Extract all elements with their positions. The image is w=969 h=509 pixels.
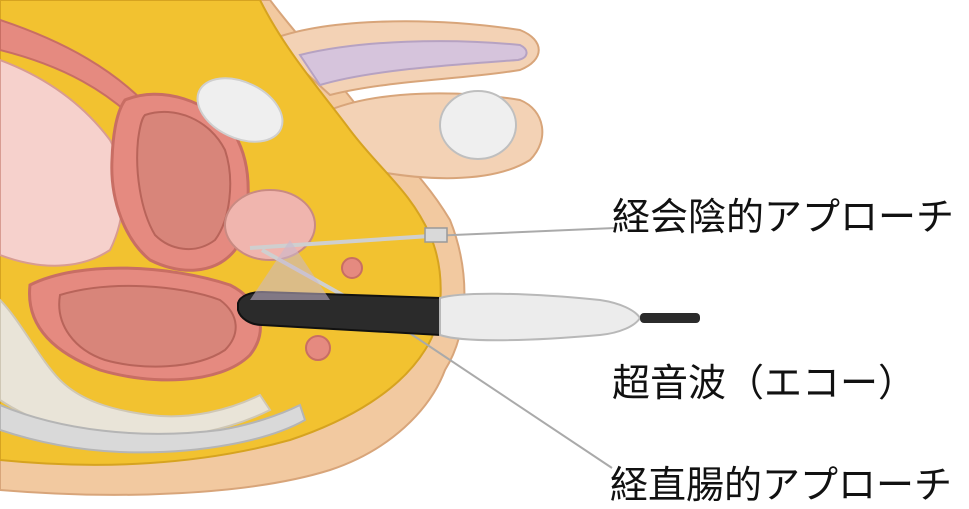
transperineal-needle-guide bbox=[430, 228, 615, 236]
ultrasound-probe-handle bbox=[440, 294, 640, 341]
transrectal-approach-label: 経直腸的アプローチ bbox=[610, 466, 952, 504]
needle-hub bbox=[425, 228, 447, 242]
prostate bbox=[225, 190, 315, 260]
probe-cable bbox=[640, 313, 700, 323]
transperineal-approach-label: 経会陰的アプローチ bbox=[612, 198, 954, 236]
bulbourethral-gland bbox=[342, 258, 362, 278]
testis bbox=[440, 91, 516, 159]
ultrasound-echo-label: 超音波（エコー） bbox=[612, 364, 916, 402]
anal-sphincter bbox=[306, 336, 330, 360]
transrectal-needle-guide bbox=[405, 330, 612, 468]
